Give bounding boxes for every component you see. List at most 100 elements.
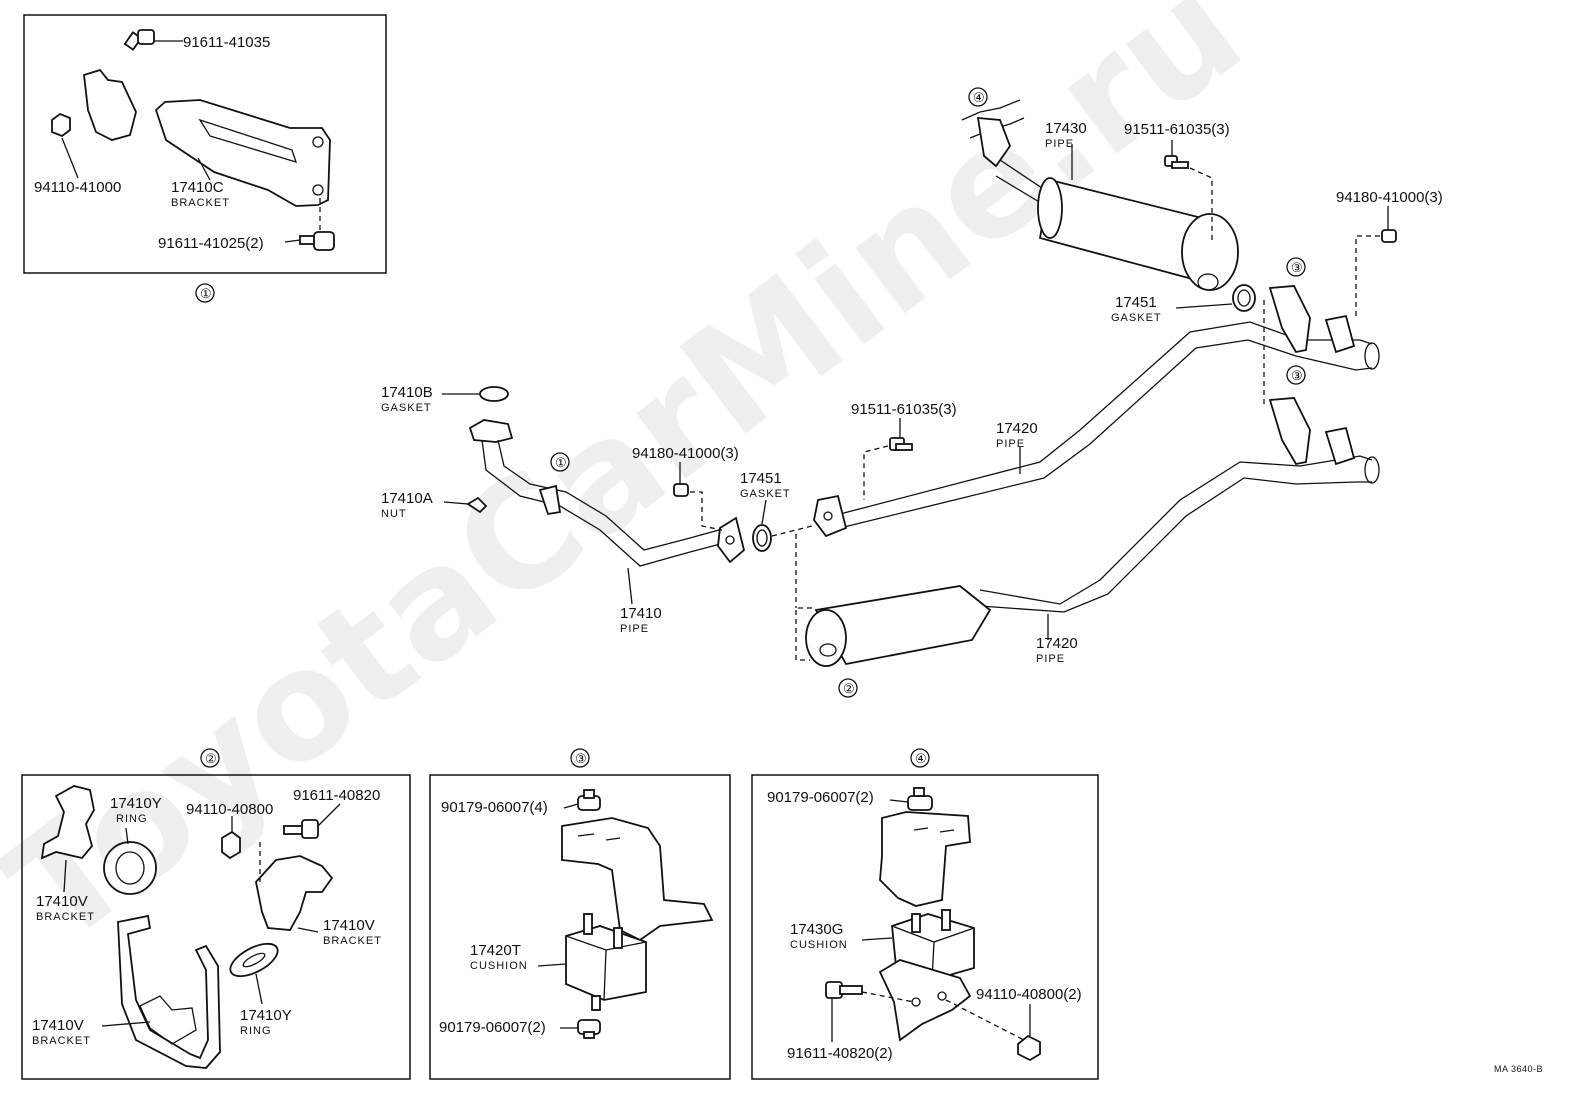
nut-94180-41000-mid-part [673,483,689,497]
callout-3-label: ③ [570,748,590,768]
bolt-91511-61035-mid-part [889,437,913,451]
callout-2-ref: ② [838,678,858,698]
detail-box-1-frame [23,14,387,274]
part-number: 17430G [790,921,843,938]
bolt-91611-40820-part [283,819,319,839]
part-name: RING [240,1025,272,1037]
bracket-17410V-lower-part [117,914,221,1069]
part-number: 94110-41000 [34,179,121,196]
svg-text:②: ② [205,751,217,766]
gasket-17410B-part [479,386,509,402]
part-name: BRACKET [36,911,95,923]
part-name: BRACKET [171,197,230,209]
part-name: GASKET [740,488,791,500]
part-number: 91511-61035(3) [1124,121,1230,138]
ring-17410Y-lower-part [229,942,279,978]
mount-bracket-box4-part [879,811,971,907]
part-name: NUT [381,508,407,520]
callout-1-ref: ① [550,452,570,472]
upper-pipe-17420-part [813,285,1380,538]
part-name: PIPE [1036,653,1065,665]
detail-box-3: 90179-06007(4) 17420T CUSHION 90179-0600… [429,774,731,1080]
nut-90179-bottom-part [577,1019,601,1039]
nut-94110-40800-box4-part [1017,1034,1041,1062]
callout-2-label: ② [200,748,220,768]
detail-box-1: 91611-41035 94110-41000 17410C BRACKET 9… [23,14,387,274]
nut-17410A-part [466,496,488,514]
part-number: 17410Y [110,795,162,812]
bolt-91611-40820-box4-part [825,981,863,999]
part-name: PIPE [1045,138,1074,150]
callout-4-ref: ④ [968,87,988,107]
bracket-17410V-hook-part [40,785,95,860]
part-name: GASKET [381,402,432,414]
lower-pipe-17420-part [805,397,1380,667]
bracket-17410V-right-part [255,855,334,931]
callout-1-label: ① [195,283,215,303]
detail-box-4-frame [751,774,1099,1080]
part-number: 94110-40800 [186,801,273,818]
part-number: 91611-41025(2) [158,235,264,252]
nut-90179-box4-part [907,787,933,811]
figure-code: MA 3640-B [1494,1064,1543,1074]
detail-box-2: 17410Y RING 17410V BRACKET 94110-40800 9… [21,774,411,1080]
part-name: PIPE [620,623,649,635]
part-number: 17410 [620,605,662,622]
part-number: 17410C [171,179,224,196]
svg-text:③: ③ [1291,260,1303,275]
part-number: 17410A [381,490,433,507]
svg-text:②: ② [843,681,855,696]
part-number: 17420T [470,942,521,959]
nut-94180-41000-part [1381,229,1397,243]
mount-bracket-box3-part [561,817,714,942]
bolt-91611-41025-part [299,231,335,251]
part-name: CUSHION [790,939,848,951]
part-number: 94180-41000(3) [632,445,739,462]
part-number: 17451 [1115,294,1157,311]
lower-bracket-box4-part [878,959,972,1042]
part-number: 17420 [996,420,1038,437]
part-number: 17410B [381,384,433,401]
detail-box-4: 90179-06007(2) 17430G CUSHION 91611-4082… [751,774,1099,1080]
part-number: 17451 [740,470,782,487]
svg-text:③: ③ [1291,368,1303,383]
front-pipe-17410-part [468,419,746,567]
part-number: 17410V [36,893,88,910]
part-number: 91611-40820 [293,787,380,804]
main-assembly: ④ 17430 PIPE 91511-61035(3) 94180-41 [381,87,1443,698]
part-name: RING [116,813,148,825]
gasket-17451-top-part [1232,284,1256,312]
part-number: 90179-06007(4) [441,799,548,816]
part-number: 94110-40800(2) [976,986,1082,1003]
part-name: CUSHION [470,960,528,972]
clamp-part [83,68,137,141]
gasket-17451-mid-part [752,524,772,552]
part-number: 91511-61035(3) [851,401,957,418]
svg-text:③: ③ [575,751,587,766]
nut-94110-40800-part [221,830,241,860]
part-name: BRACKET [32,1035,91,1047]
svg-text:①: ① [200,286,212,301]
bracket-17410C-part [154,99,331,207]
part-number: 17420 [1036,635,1078,652]
part-number: 90179-06007(2) [439,1019,546,1036]
nut-94110-41000-part [51,112,71,138]
bolt-91611-41035-part [123,29,155,51]
svg-text:①: ① [555,455,567,470]
part-name: PIPE [996,438,1025,450]
part-number: 91611-40820(2) [787,1045,893,1062]
part-number: 17430 [1045,120,1087,137]
part-number: 17410V [323,917,375,934]
svg-text:④: ④ [915,751,927,766]
part-number: 17410Y [240,1007,292,1024]
part-number: 17410V [32,1017,84,1034]
tail-pipe-17430-part [961,99,1239,291]
callout-4-label: ④ [910,748,930,768]
part-number: 90179-06007(2) [767,789,874,806]
callout-3-ref: ③ ③ [1286,257,1306,385]
part-number: 91611-41035 [183,34,270,51]
part-name: GASKET [1111,312,1162,324]
svg-text:④: ④ [973,90,985,105]
detail-box-2-frame [21,774,411,1080]
